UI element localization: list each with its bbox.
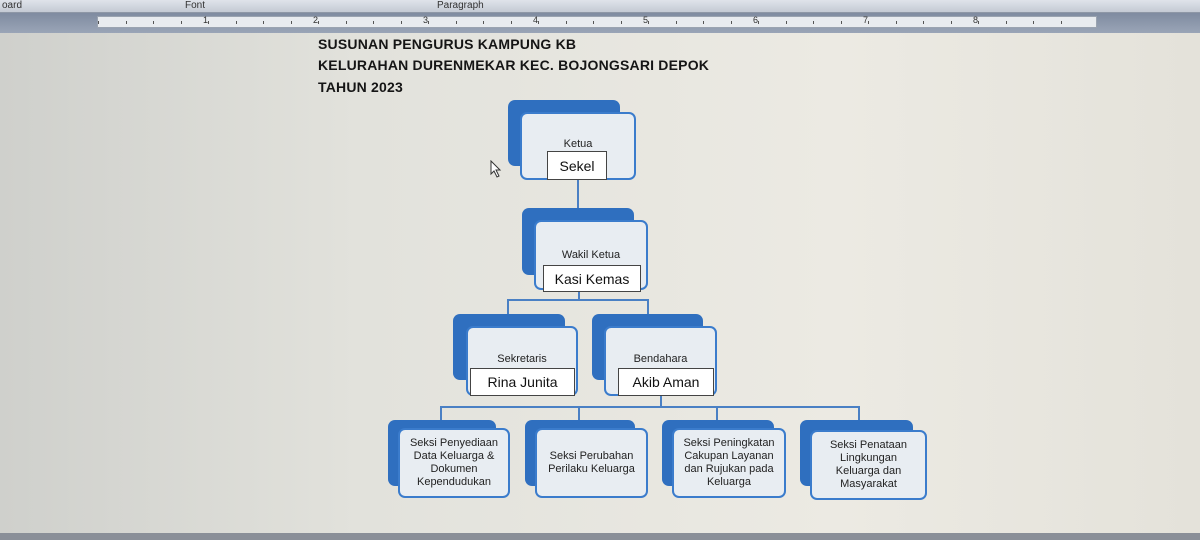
ruler-tick bbox=[868, 21, 869, 24]
ketua-name[interactable]: Sekel bbox=[547, 151, 607, 180]
ruler-tick bbox=[813, 21, 814, 24]
ruler-number: 4 bbox=[533, 15, 539, 25]
ribbon-group-clipboard[interactable]: oard bbox=[2, 0, 23, 11]
ruler-tick bbox=[345, 21, 347, 24]
ruler-tick bbox=[978, 21, 979, 24]
bendahara-name[interactable]: Akib Aman bbox=[618, 368, 714, 396]
ruler-tick bbox=[318, 21, 319, 24]
ruler-tick bbox=[235, 21, 237, 24]
ruler-tick bbox=[290, 21, 292, 24]
seksi-3-line: Cakupan Layanan bbox=[684, 450, 774, 462]
ruler-tick bbox=[153, 21, 154, 24]
connector bbox=[660, 396, 662, 407]
ruler-number: 8 bbox=[973, 15, 979, 25]
ruler-tick bbox=[125, 21, 127, 24]
ruler-tick bbox=[703, 21, 704, 24]
ruler-tick bbox=[950, 21, 952, 24]
ruler-tick bbox=[923, 21, 924, 24]
sekretaris-name[interactable]: Rina Junita bbox=[470, 368, 575, 396]
ruler-tick bbox=[455, 21, 457, 24]
bendahara-role: Bendahara bbox=[633, 353, 688, 365]
ruler-tick bbox=[483, 21, 484, 24]
connector bbox=[578, 290, 580, 300]
ruler-tick bbox=[620, 21, 622, 24]
connector bbox=[578, 406, 580, 420]
mouse-pointer-icon bbox=[490, 160, 502, 178]
seksi-box-1[interactable]: Seksi Penyediaan Data Keluarga & Dokumen… bbox=[398, 428, 510, 498]
ruler-tick bbox=[428, 21, 429, 24]
seksi-2-line: Seksi Perubahan bbox=[549, 450, 634, 462]
horizontal-ruler[interactable]: 1 2 3 4 5 6 7 8 bbox=[97, 15, 1097, 28]
ruler-tick bbox=[895, 21, 897, 24]
ruler-tick bbox=[785, 21, 787, 24]
ruler-tick bbox=[180, 21, 182, 24]
wakil-role: Wakil Ketua bbox=[561, 249, 621, 261]
ruler-tick bbox=[1060, 21, 1062, 24]
seksi-2-line: Perilaku Keluarga bbox=[548, 463, 635, 475]
ribbon-group-font[interactable]: Font bbox=[185, 0, 206, 11]
connector bbox=[716, 406, 718, 420]
ruler-tick bbox=[1005, 21, 1007, 24]
ruler-tick bbox=[840, 21, 842, 24]
connector bbox=[507, 299, 509, 314]
seksi-3-line: dan Rujukan pada bbox=[684, 463, 774, 475]
doc-title-line-1: SUSUNAN PENGURUS KAMPUNG KB bbox=[318, 36, 577, 52]
ruler-tick bbox=[208, 21, 209, 24]
seksi-4-line: Lingkungan bbox=[840, 452, 897, 464]
status-bar bbox=[0, 533, 1200, 540]
ruler-tick bbox=[98, 21, 99, 24]
ribbon: oard Font Paragraph bbox=[0, 0, 1200, 13]
ruler-tick bbox=[400, 21, 402, 24]
ruler-tick bbox=[538, 21, 539, 24]
ruler-tick bbox=[758, 21, 759, 24]
ruler-number: 6 bbox=[753, 15, 759, 25]
ruler-tick bbox=[510, 21, 512, 24]
seksi-1-line: Seksi Penyediaan bbox=[409, 437, 499, 449]
seksi-4-line: Seksi Penataan bbox=[829, 439, 908, 451]
connector bbox=[507, 299, 649, 301]
ruler-number: 5 bbox=[643, 15, 649, 25]
ruler-tick bbox=[730, 21, 732, 24]
ruler-tick bbox=[373, 21, 374, 24]
connector bbox=[858, 406, 860, 420]
ruler-tick bbox=[593, 21, 594, 24]
ruler-number: 2 bbox=[313, 15, 319, 25]
connector bbox=[577, 180, 579, 196]
ruler-number: 1 bbox=[203, 15, 209, 25]
doc-title-line-2: KELURAHAN DURENMEKAR KEC. BOJONGSARI DEP… bbox=[318, 57, 710, 73]
ribbon-group-paragraph[interactable]: Paragraph bbox=[437, 0, 484, 11]
ruler-tick bbox=[648, 21, 649, 24]
ketua-role: Ketua bbox=[563, 138, 593, 150]
seksi-3-line: Seksi Peningkatan bbox=[683, 437, 775, 449]
ruler-tick bbox=[675, 21, 677, 24]
ruler-number: 7 bbox=[863, 15, 869, 25]
seksi-box-3[interactable]: Seksi Peningkatan Cakupan Layanan dan Ru… bbox=[672, 428, 786, 498]
ruler-tick bbox=[565, 21, 567, 24]
seksi-box-2[interactable]: Seksi Perubahan Perilaku Keluarga bbox=[535, 428, 648, 498]
seksi-1-line: Data Keluarga & bbox=[413, 450, 495, 462]
ruler-number: 3 bbox=[423, 15, 429, 25]
seksi-4-line: Masyarakat bbox=[840, 478, 897, 490]
sekretaris-role: Sekretaris bbox=[497, 353, 547, 365]
doc-title-line-3: TAHUN 2023 bbox=[318, 79, 403, 95]
ruler-tick bbox=[263, 21, 264, 24]
seksi-1-line: Dokumen bbox=[430, 463, 478, 475]
seksi-3-line: Keluarga bbox=[706, 476, 752, 488]
ruler-tick bbox=[1033, 21, 1034, 24]
seksi-4-line: Keluarga dan bbox=[835, 465, 902, 477]
connector bbox=[440, 406, 860, 408]
seksi-1-line: Kependudukan bbox=[416, 476, 491, 488]
connector bbox=[577, 195, 579, 208]
connector bbox=[647, 299, 649, 314]
wakil-name[interactable]: Kasi Kemas bbox=[543, 265, 641, 292]
seksi-box-4[interactable]: Seksi Penataan Lingkungan Keluarga dan M… bbox=[810, 430, 927, 500]
connector bbox=[440, 406, 442, 420]
